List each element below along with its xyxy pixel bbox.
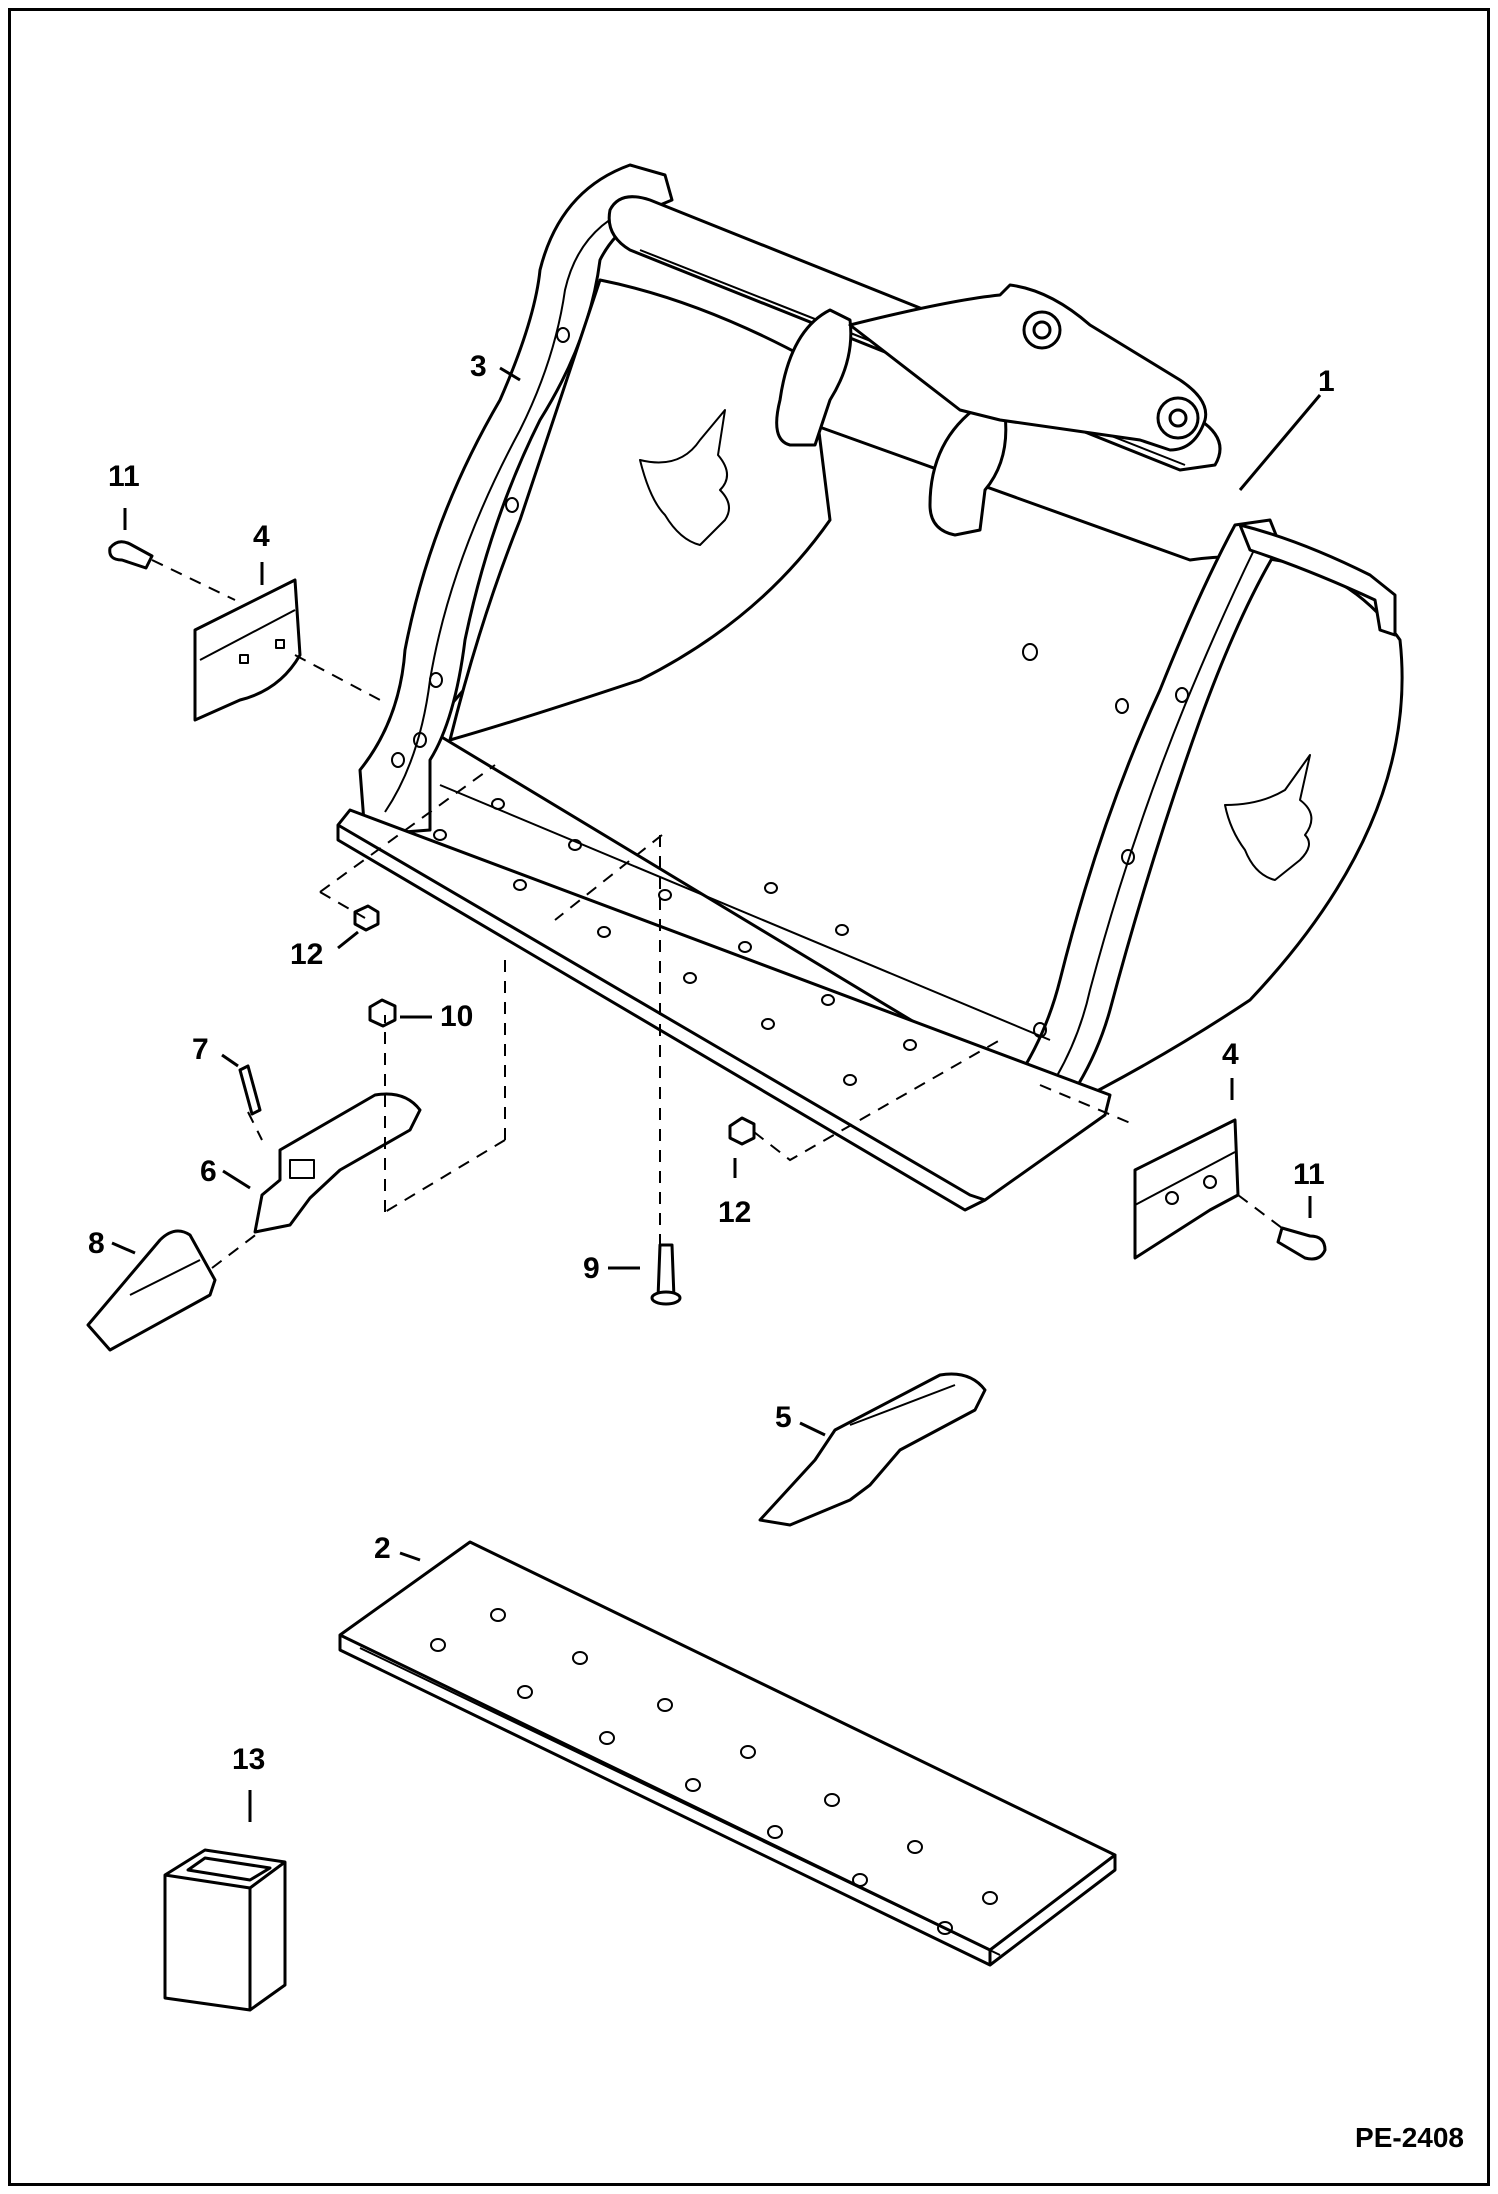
bolt-right: [1276, 1226, 1327, 1261]
side-cutter-right: [1133, 1118, 1240, 1260]
mounting-hook-left: [775, 308, 853, 447]
side-cutter-left: [193, 578, 302, 722]
callout-2: 2: [374, 1532, 391, 1565]
callout-11-right: 11: [1293, 1158, 1325, 1191]
touch-up-paint-can: [163, 1848, 287, 2012]
leader-lines: [111, 366, 1322, 1822]
callout-9: 9: [583, 1252, 600, 1285]
callout-5: 5: [775, 1401, 792, 1434]
callout-11-left: 11: [108, 460, 140, 493]
bolt-left: [108, 540, 154, 570]
plow-bolt: [650, 1243, 682, 1306]
callout-12-left: 12: [290, 938, 324, 971]
tooth-tip: [86, 1229, 217, 1352]
callout-6: 6: [200, 1155, 217, 1188]
callout-4-left: 4: [253, 520, 270, 553]
callout-1: 1: [1318, 365, 1335, 398]
callout-7: 7: [192, 1033, 209, 1066]
cutting-edge: [338, 1540, 1117, 1967]
diagram-frame: [8, 8, 1490, 2186]
nut-left: [353, 904, 380, 932]
left-side-plate: [358, 163, 674, 837]
tooth-adapter: [253, 1092, 422, 1234]
roll-pin: [238, 1064, 262, 1116]
callout-4-right: 4: [1222, 1038, 1239, 1071]
reference-code: PE-2408: [1355, 2122, 1464, 2153]
nut-right: [728, 1116, 756, 1146]
bucket-assembly: [336, 163, 1404, 1212]
coupler-plate: [848, 283, 1208, 452]
bobcat-logo-left: [639, 409, 730, 546]
tooth-shank: [758, 1372, 987, 1527]
callout-8: 8: [88, 1227, 105, 1260]
nut-10: [368, 998, 397, 1028]
bobcat-logo-right: [1224, 754, 1313, 881]
assembly-lines: [151, 559, 1283, 1269]
mounting-hook-right: [928, 403, 1008, 537]
callout-10: 10: [440, 1000, 474, 1033]
callout-12-right: 12: [718, 1196, 752, 1229]
callout-13: 13: [232, 1743, 266, 1776]
callout-3: 3: [470, 350, 487, 383]
